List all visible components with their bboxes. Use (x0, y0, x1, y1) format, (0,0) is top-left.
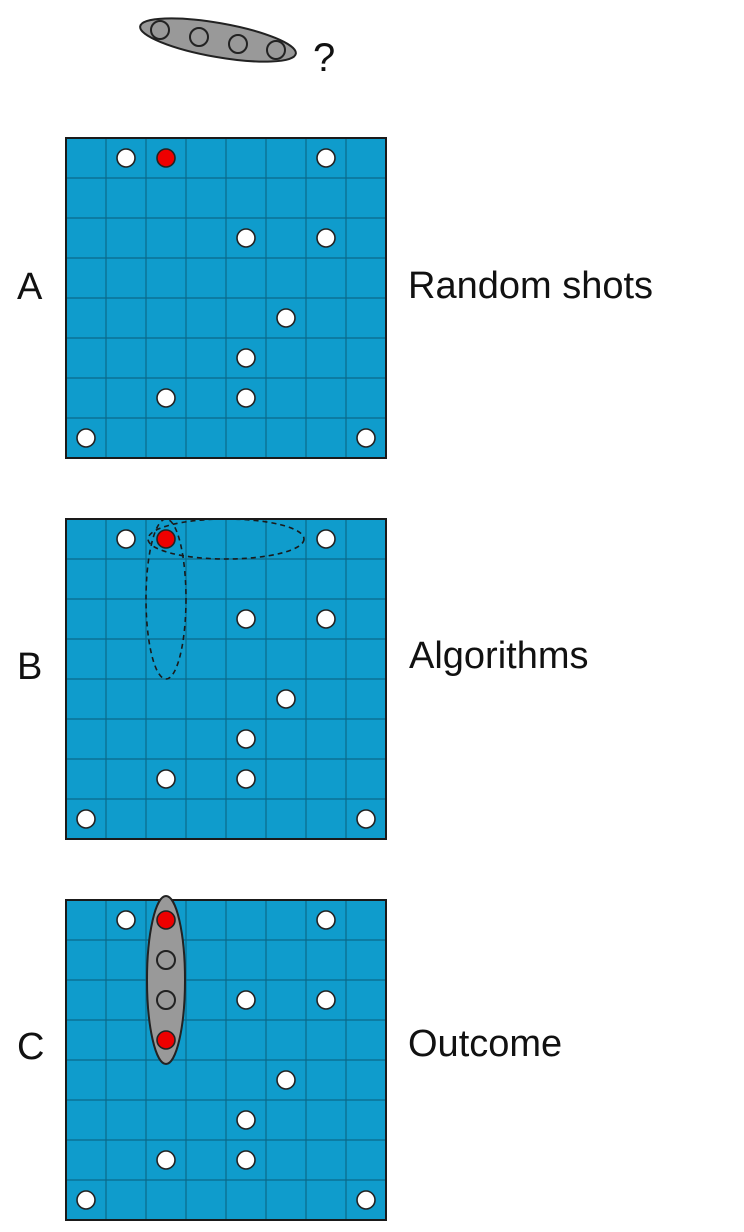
miss-peg (236, 388, 256, 408)
hit-peg (156, 910, 176, 930)
miss-peg (236, 348, 256, 368)
miss-peg (76, 428, 96, 448)
legend-ship-hull (139, 17, 297, 63)
miss-peg (356, 428, 376, 448)
panel-caption: Outcome (408, 1023, 562, 1065)
miss-peg (356, 1190, 376, 1210)
sunk-ship-hull (146, 895, 186, 1065)
miss-peg (76, 809, 96, 829)
legend-ship-hole (228, 34, 248, 54)
miss-peg (116, 148, 136, 168)
miss-peg (236, 769, 256, 789)
miss-peg (276, 689, 296, 709)
legend-question-mark: ? (313, 36, 335, 80)
miss-peg (236, 1110, 256, 1130)
panel-c: C Outcome (17, 895, 562, 1221)
game-board (65, 518, 387, 840)
miss-peg (356, 809, 376, 829)
horizontal-search-area (147, 518, 305, 560)
ship-hole (156, 990, 176, 1010)
legend-ship-hole (189, 27, 209, 47)
miss-peg (316, 228, 336, 248)
miss-peg (316, 529, 336, 549)
miss-peg (236, 990, 256, 1010)
miss-peg (116, 910, 136, 930)
miss-peg (316, 990, 336, 1010)
miss-peg (236, 729, 256, 749)
miss-peg (76, 1190, 96, 1210)
board-border (65, 137, 387, 459)
miss-peg (156, 1150, 176, 1170)
board-border (65, 899, 387, 1221)
miss-peg (236, 1150, 256, 1170)
miss-peg (276, 308, 296, 328)
ship-legend: ? (139, 17, 335, 80)
miss-peg (276, 1070, 296, 1090)
miss-peg (316, 609, 336, 629)
game-board (65, 895, 387, 1221)
legend-ship-hole (266, 40, 286, 60)
panel-a: A Random shots (17, 137, 653, 459)
miss-peg (236, 609, 256, 629)
hit-peg (156, 148, 176, 168)
panel-caption: Algorithms (409, 635, 589, 677)
miss-peg (316, 148, 336, 168)
miss-peg (236, 228, 256, 248)
board-border (65, 518, 387, 840)
miss-peg (156, 769, 176, 789)
panel-letter: C (17, 1026, 44, 1068)
miss-peg (156, 388, 176, 408)
panel-letter: A (17, 266, 43, 308)
vertical-search-area (145, 518, 187, 680)
ship-hole (156, 950, 176, 970)
panel-b: B Algorithms (17, 518, 589, 840)
hit-peg (156, 1030, 176, 1050)
miss-peg (116, 529, 136, 549)
miss-peg (316, 910, 336, 930)
panel-letter: B (17, 646, 42, 688)
legend-ship-hole (150, 20, 170, 40)
hit-peg (156, 529, 176, 549)
panel-caption: Random shots (408, 265, 653, 307)
game-board (65, 137, 387, 459)
